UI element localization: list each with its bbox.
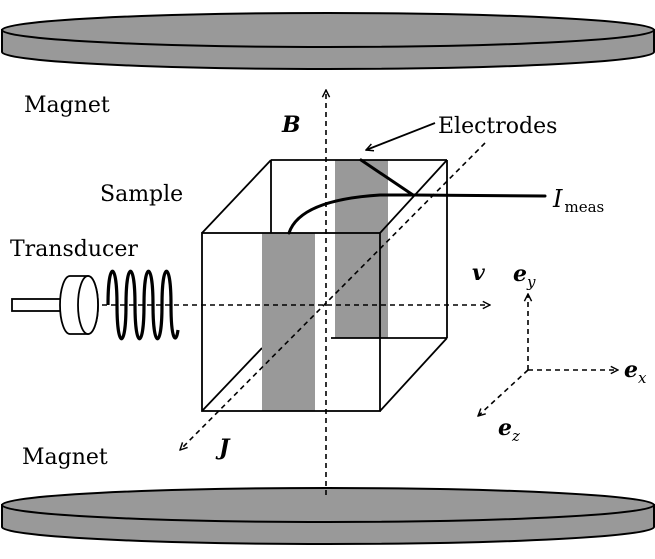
transducer-label: Transducer [10,237,138,262]
sound-wave [106,269,180,341]
transducer-rod [11,298,63,312]
b-vector-label: B [281,112,301,138]
magnet-top-label: Magnet [24,93,110,118]
j-vector-label: J [215,435,231,461]
sample-cube-back [201,159,448,412]
ey-label: ey [513,261,536,291]
sample-cube-front [201,232,381,412]
ez-arrow [478,369,529,416]
i-meas-sub: meas [564,198,604,216]
magnet-bottom-label: Magnet [22,445,108,470]
v-vector-label: v [472,260,485,286]
j-axis-line [180,142,486,450]
magnet-top [1,12,655,70]
sample-label: Sample [100,182,183,207]
ex-label: ex [624,357,647,387]
magnet-bottom [1,487,655,545]
electrodes-label: Electrodes [438,114,557,139]
i-meas-main: I [552,185,563,213]
transducer [11,275,99,335]
ez-label: ez [498,415,520,445]
measurement-wires [287,158,547,235]
electrodes-pointer [366,122,436,150]
basis-vectors [478,294,618,416]
